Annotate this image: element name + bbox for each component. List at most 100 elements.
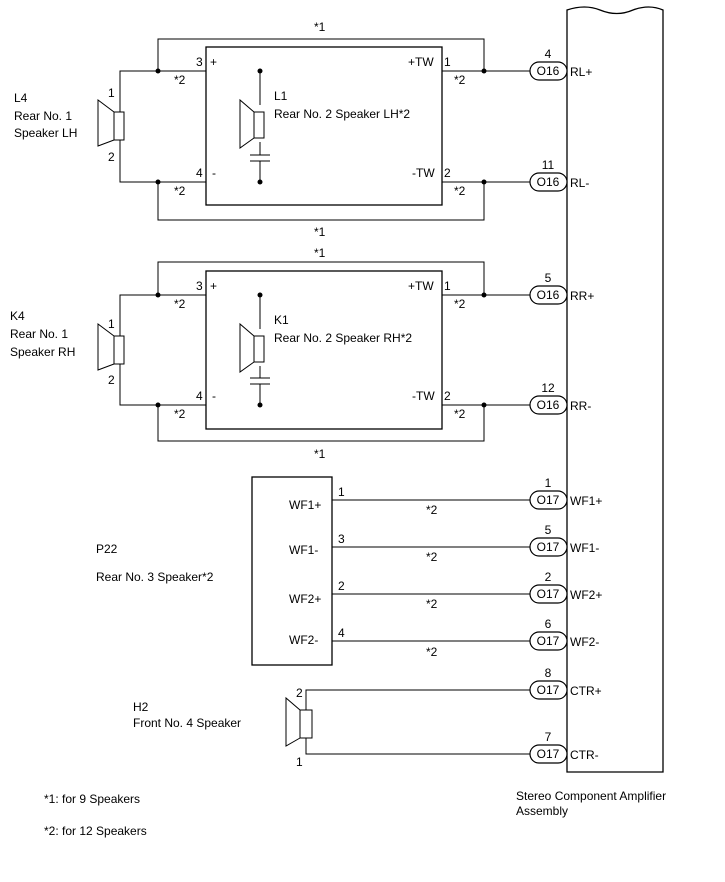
speaker-icon xyxy=(239,322,265,373)
connector-oval xyxy=(529,631,568,651)
note-ref: *2 xyxy=(454,73,466,87)
component-name: Rear No. 1 xyxy=(14,109,72,123)
note-ref: *2 xyxy=(426,597,438,611)
connector-oval xyxy=(529,172,568,192)
note-ref: *2 xyxy=(174,184,186,198)
connector-pin-number: 1 xyxy=(545,476,552,490)
pin-number: 2 xyxy=(444,166,451,180)
component-name: Rear No. 2 Speaker RH*2 xyxy=(274,331,412,345)
terminal-label: + xyxy=(210,279,217,293)
component-name: Rear No. 3 Speaker*2 xyxy=(96,570,214,584)
component-name: Speaker RH xyxy=(10,345,75,359)
component-name: Rear No. 2 Speaker LH*2 xyxy=(274,107,410,121)
rear-no3-speaker-group: WF1+ WF1- WF2+ WF2- 1 3 2 4 *2 *2 *2 *2 … xyxy=(96,476,530,666)
note-ref: *2 xyxy=(174,297,186,311)
connector-oval xyxy=(529,395,568,415)
connector-oval xyxy=(529,285,568,305)
pin-number: 1 xyxy=(108,86,115,100)
pin-number: 3 xyxy=(338,532,345,546)
connector-oval xyxy=(529,490,568,510)
pin-number: 1 xyxy=(296,755,303,769)
crossover-box-k1 xyxy=(205,270,443,430)
capacitor-symbol xyxy=(250,366,270,405)
speaker-icon xyxy=(97,323,125,371)
component-code: L4 xyxy=(14,91,28,105)
crossover-box-l1 xyxy=(205,46,443,206)
note-ref: *1 xyxy=(314,246,326,260)
note-ref: *1 xyxy=(314,447,326,461)
connector-pin-number: 5 xyxy=(545,523,552,537)
pin-number: 2 xyxy=(296,686,303,700)
amplifier-terminal-label: RR- xyxy=(570,399,591,413)
connector-oval xyxy=(529,680,568,700)
connector-oval xyxy=(529,744,568,764)
component-code: L1 xyxy=(274,89,288,103)
amplifier-terminal-label: RL- xyxy=(570,176,589,190)
component-code: P22 xyxy=(96,542,118,556)
component-code: K1 xyxy=(274,313,289,327)
connector-code: O17 xyxy=(537,634,560,648)
connector-code: O16 xyxy=(537,398,560,412)
connector-oval xyxy=(529,537,568,557)
pin-number: 2 xyxy=(338,579,345,593)
pin-number: 1 xyxy=(338,485,345,499)
amplifier-terminal-label: WF1- xyxy=(570,541,599,555)
footnote: *1: for 9 Speakers xyxy=(44,792,140,806)
note-ref: *2 xyxy=(426,503,438,517)
pin-number: 3 xyxy=(196,279,203,293)
speaker-icon xyxy=(97,99,125,147)
terminal-label: -TW xyxy=(412,166,435,180)
connector-code: O16 xyxy=(537,288,560,302)
note-ref: *2 xyxy=(454,407,466,421)
rear-left-group: *1 *1 L1 Rear No. 2 Speaker LH*2 3 + +TW… xyxy=(14,20,530,239)
front-no4-speaker-group: 2 1 H2 Front No. 4 Speaker xyxy=(133,686,530,769)
amplifier-terminal-label: WF2- xyxy=(570,635,599,649)
connector-pin-number: 11 xyxy=(542,158,555,172)
amplifier-terminal-label: CTR+ xyxy=(570,684,602,698)
terminal-label: WF2- xyxy=(289,633,318,647)
note-ref: *2 xyxy=(174,73,186,87)
rear-right-group: *1 *1 K1 Rear No. 2 Speaker RH*2 3 + +TW… xyxy=(10,246,530,461)
connector-pin-number: 8 xyxy=(545,666,552,680)
connector-code: O16 xyxy=(537,64,560,78)
pin-number: 3 xyxy=(196,55,203,69)
component-code: K4 xyxy=(10,309,25,323)
connector-pin-number: 7 xyxy=(545,730,552,744)
pin-number: 2 xyxy=(108,373,115,387)
speaker-icon xyxy=(285,696,313,747)
capacitor-symbol xyxy=(250,142,270,182)
connector-oval xyxy=(529,584,568,604)
pin-number: 4 xyxy=(196,166,203,180)
pin-number: 4 xyxy=(196,389,203,403)
terminal-label: WF1+ xyxy=(289,498,321,512)
terminal-label: - xyxy=(212,389,216,403)
terminal-label: +TW xyxy=(408,55,434,69)
note-ref: *1 xyxy=(314,225,326,239)
component-code: H2 xyxy=(133,700,149,714)
connector-pin-number: 4 xyxy=(545,47,552,61)
connector-pin-number: 2 xyxy=(545,570,552,584)
wire-ctr-minus xyxy=(305,738,530,755)
note-ref: *1 xyxy=(314,20,326,34)
pin-number: 1 xyxy=(108,317,115,331)
note-ref: *2 xyxy=(454,184,466,198)
bypass-wire-top xyxy=(157,38,485,71)
amplifier-terminal-label: RL+ xyxy=(570,65,592,79)
pin-number: 1 xyxy=(444,55,451,69)
connector-code: O17 xyxy=(537,493,560,507)
terminal-label: WF1- xyxy=(289,543,318,557)
terminal-label: - xyxy=(212,166,216,180)
terminal-label: WF2+ xyxy=(289,592,321,606)
connector-pin-number: 12 xyxy=(541,381,555,395)
connector-rl-plus: O16 4RL+ xyxy=(529,47,592,81)
connector-pin-number: 5 xyxy=(545,271,552,285)
